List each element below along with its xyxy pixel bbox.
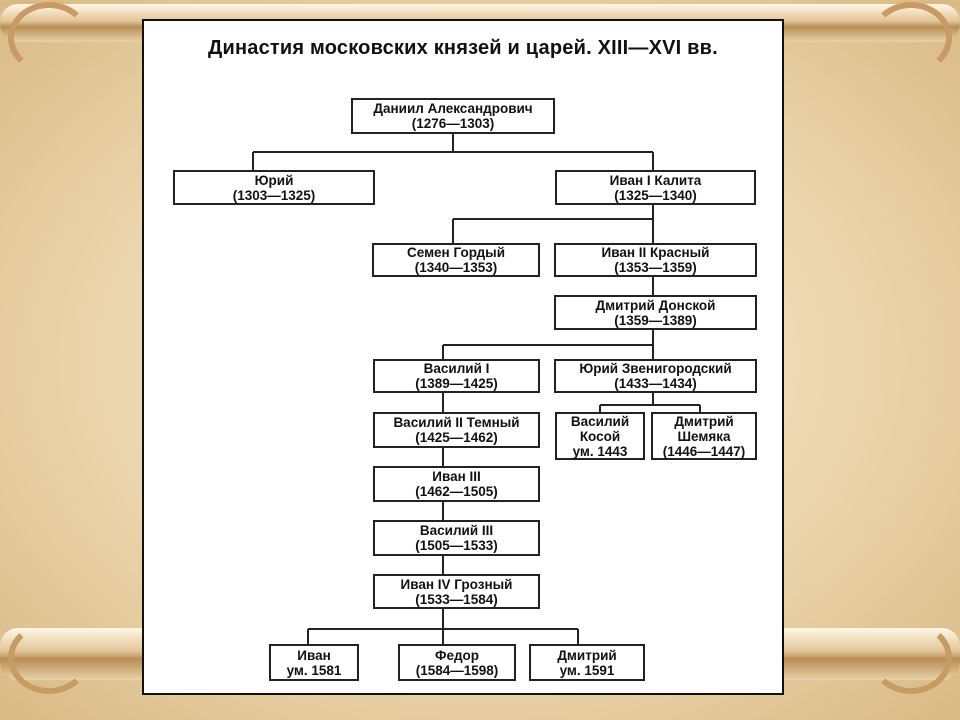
node-vasily-2-temny-name: Василий II Темный bbox=[393, 415, 520, 430]
node-vasily-kosoy-line3: ум. 1443 bbox=[572, 443, 628, 459]
node-vasily-3-name: Василий III bbox=[419, 523, 494, 538]
node-daniil: Даниил Александрович (1276—1303) bbox=[351, 98, 555, 134]
node-ivan-krasny: Иван II Красный (1353—1359) bbox=[554, 243, 757, 277]
diagram-title: Династия московских князей и царей. XIII… bbox=[208, 37, 718, 59]
diagram-sheet: Династия московских князей и царей. XIII… bbox=[142, 19, 784, 695]
scroll-curl-bottom-left bbox=[8, 622, 90, 694]
node-dmitry-donskoy-years: (1359—1389) bbox=[614, 312, 697, 328]
node-vasily-kosoy-line2: Косой bbox=[579, 428, 621, 444]
node-vasily-2-temny: Василий II Темный (1425—1462) bbox=[373, 412, 540, 448]
connector-lines bbox=[252, 134, 701, 644]
node-fedor: Федор (1584—1598) bbox=[398, 644, 516, 681]
node-ivan-son: Иван ум. 1581 bbox=[269, 644, 359, 681]
node-vasily-3-years: (1505—1533) bbox=[415, 538, 498, 553]
node-ivan-3-name: Иван III bbox=[432, 469, 481, 484]
node-ivan-kalita-name: Иван I Калита bbox=[609, 172, 702, 188]
node-ivan-son-name: Иван bbox=[297, 647, 331, 663]
node-ivan-4-grozny: Иван IV Грозный (1533—1584) bbox=[373, 574, 540, 609]
scroll-curl-bottom-right bbox=[870, 622, 952, 694]
node-vasily-1: Василий I (1389—1425) bbox=[373, 359, 540, 393]
node-vasily-3: Василий III (1505—1533) bbox=[373, 520, 540, 556]
node-vasily-1-years: (1389—1425) bbox=[415, 376, 498, 391]
node-semen-gordy-name: Семен Гордый bbox=[406, 245, 505, 260]
node-dmitry-shemyaka: Дмитрий Шемяка (1446—1447) bbox=[651, 412, 757, 460]
node-daniil-years: (1276—1303) bbox=[411, 116, 495, 131]
node-ivan-son-years: ум. 1581 bbox=[286, 662, 342, 678]
node-dmitry-son-name: Дмитрий bbox=[557, 647, 617, 663]
node-semen-gordy-years: (1340—1353) bbox=[414, 260, 498, 275]
node-vasily-kosoy: Василий Косой ум. 1443 bbox=[555, 412, 645, 460]
node-ivan-krasny-name: Иван II Красный bbox=[601, 245, 710, 260]
node-yuri: Юрий (1303—1325) bbox=[173, 170, 375, 205]
node-vasily-kosoy-line1: Василий bbox=[570, 413, 630, 429]
node-ivan-kalita: Иван I Калита (1325—1340) bbox=[555, 170, 756, 205]
node-ivan-4-grozny-name: Иван IV Грозный bbox=[400, 576, 513, 592]
node-yuri-name: Юрий bbox=[254, 172, 294, 188]
node-semen-gordy: Семен Гордый (1340—1353) bbox=[372, 243, 540, 277]
node-dmitry-shemyaka-line1: Дмитрий bbox=[674, 413, 734, 429]
node-dmitry-donskoy-name: Дмитрий Донской bbox=[595, 297, 716, 313]
node-daniil-name: Даниил Александрович bbox=[373, 101, 533, 116]
node-dmitry-son-years: ум. 1591 bbox=[559, 662, 615, 678]
node-dmitry-donskoy: Дмитрий Донской (1359—1389) bbox=[554, 295, 757, 330]
node-ivan-3-years: (1462—1505) bbox=[415, 484, 498, 499]
node-vasily-2-temny-years: (1425—1462) bbox=[415, 430, 498, 445]
node-ivan-3: Иван III (1462—1505) bbox=[373, 466, 540, 502]
node-yuri-zvenigorodsky-name: Юрий Звенигородский bbox=[579, 361, 732, 376]
node-yuri-years: (1303—1325) bbox=[232, 187, 316, 203]
node-fedor-name: Федор bbox=[434, 647, 480, 663]
node-ivan-4-grozny-years: (1533—1584) bbox=[415, 591, 498, 607]
scroll-curl-top-left bbox=[8, 2, 90, 74]
node-dmitry-shemyaka-line2: Шемяка bbox=[677, 428, 731, 444]
node-yuri-zvenigorodsky: Юрий Звенигородский (1433—1434) bbox=[554, 359, 757, 393]
node-ivan-krasny-years: (1353—1359) bbox=[614, 260, 697, 275]
node-dmitry-shemyaka-line3: (1446—1447) bbox=[662, 443, 746, 459]
node-fedor-years: (1584—1598) bbox=[415, 662, 499, 678]
node-vasily-1-name: Василий I bbox=[423, 361, 490, 376]
node-yuri-zvenigorodsky-years: (1433—1434) bbox=[614, 376, 697, 391]
node-dmitry-son: Дмитрий ум. 1591 bbox=[529, 644, 645, 681]
node-ivan-kalita-years: (1325—1340) bbox=[614, 187, 697, 203]
scroll-curl-top-right bbox=[870, 2, 952, 74]
